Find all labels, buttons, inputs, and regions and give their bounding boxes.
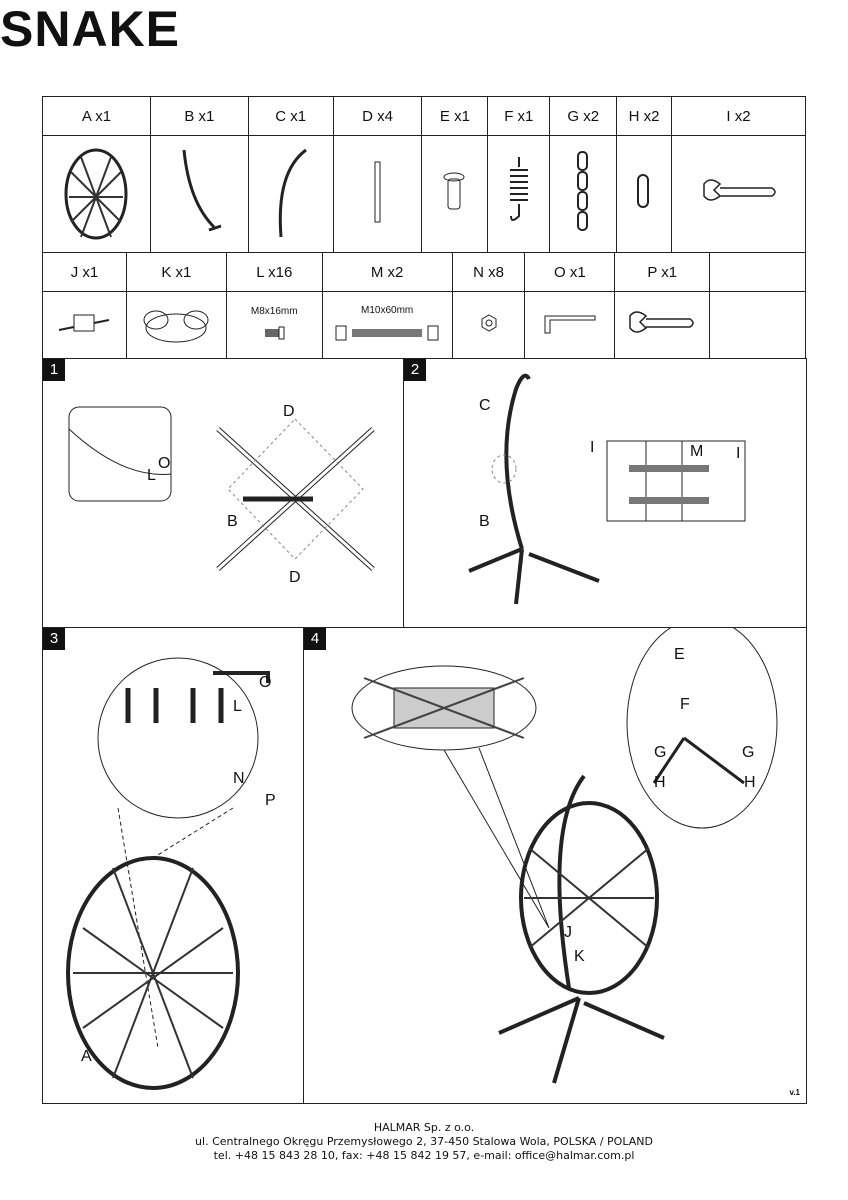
step-1-label-d-bottom: D xyxy=(289,569,301,586)
part-f-label: F x1 xyxy=(487,96,551,136)
part-e-label: E x1 xyxy=(421,96,489,136)
step-1-diagram xyxy=(68,406,375,571)
bolt-l-size: M8x16mm xyxy=(250,305,298,317)
footer-address: ul. Centralnego Okręgu Przemysłowego 2, … xyxy=(195,1135,653,1148)
carabiner-image xyxy=(616,135,673,253)
stand-base-image xyxy=(149,135,249,253)
step-4-label-g-right: G xyxy=(742,744,755,761)
step-4-panel: 4 E F G G H H J K v.1 xyxy=(303,627,807,1104)
leg-image xyxy=(332,135,423,253)
spring-image xyxy=(487,135,551,253)
step-3-panel: 3 O L N P A xyxy=(42,627,304,1104)
part-m-label: M x2 xyxy=(321,252,453,292)
step-1-label-o: O xyxy=(158,455,171,472)
step-2-badge: 2 xyxy=(404,359,426,381)
step-2-label-m: M xyxy=(690,443,704,460)
step-4-label-k: K xyxy=(574,948,585,965)
part-i-label: I x2 xyxy=(671,96,806,136)
part-n-label: N x8 xyxy=(451,252,526,292)
product-title: SNAKE xyxy=(0,1,181,57)
step-4-label-h-left: H xyxy=(654,774,666,791)
step-1-label-b: B xyxy=(227,513,238,530)
step-4-label-h-right: H xyxy=(744,774,756,791)
allen-key-image xyxy=(524,291,616,359)
chain-image xyxy=(549,135,618,253)
hook-image xyxy=(421,135,489,253)
version-label: v.1 xyxy=(789,1088,800,1097)
step-2-label-b: B xyxy=(479,513,490,530)
seat-cushion-image xyxy=(125,291,227,359)
step-2-label-i-left: I xyxy=(590,439,595,456)
part-d-label: D x4 xyxy=(332,96,423,136)
part-l-label: L x16 xyxy=(225,252,323,292)
part-c-label: C x1 xyxy=(247,96,334,136)
step-1-label-l: L xyxy=(147,467,156,484)
stand-top-image xyxy=(247,135,334,253)
wrench-i-image xyxy=(671,135,806,253)
step-3-label-p: P xyxy=(265,792,276,809)
part-g-label: G x2 xyxy=(549,96,618,136)
part-h-label: H x2 xyxy=(616,96,673,136)
footer-company: HALMAR Sp. z o.o. xyxy=(373,1121,475,1134)
part-p-label: P x1 xyxy=(614,252,711,292)
part-k-label: K x1 xyxy=(125,252,227,292)
step-4-diagram xyxy=(351,628,778,1084)
part-b-label: B x1 xyxy=(149,96,249,136)
step-4-label-f: F xyxy=(680,696,690,713)
step-2-diagram xyxy=(468,373,746,605)
small-cushion-image xyxy=(42,291,127,359)
parts-table-1: A x1 B x1 C x1 D x4 E x1 F x1 G x2 H x2 … xyxy=(42,96,806,253)
part-o-label: O x1 xyxy=(524,252,616,292)
step-2-panel: 2 C B I M I xyxy=(403,358,807,628)
part-j-label: J x1 xyxy=(42,252,127,292)
step-1-badge: 1 xyxy=(43,359,65,381)
egg-seat-image xyxy=(42,135,151,253)
footer-contact: tel. +48 15 843 28 10, fax: +48 15 842 1… xyxy=(213,1149,635,1162)
step-4-label-e: E xyxy=(674,646,685,663)
part-a-label: A x1 xyxy=(42,96,151,136)
step-1-label-d-top: D xyxy=(283,403,295,420)
nut-image xyxy=(451,291,526,359)
step-3-diagram xyxy=(66,657,270,1090)
step-2-label-i-right: I xyxy=(736,445,741,462)
step-3-label-a: A xyxy=(81,1048,92,1065)
wrench-p-image xyxy=(614,291,711,359)
step-1-panel: 1 D D B L O xyxy=(42,358,404,628)
parts-table-2: J x1 K x1 L x16 M x2 N x8 O x1 P x1 M8x1… xyxy=(42,252,806,359)
step-3-label-n: N xyxy=(233,770,245,787)
step-4-label-g-left: G xyxy=(654,744,667,761)
step-4-label-j: J xyxy=(564,924,572,941)
step-3-label-o: O xyxy=(259,674,272,691)
step-4-badge: 4 xyxy=(304,628,326,650)
bolt-m-size: M10x60mm xyxy=(361,304,414,316)
step-3-badge: 3 xyxy=(43,628,65,650)
step-3-label-l: L xyxy=(233,698,242,715)
step-2-label-c: C xyxy=(479,397,491,414)
